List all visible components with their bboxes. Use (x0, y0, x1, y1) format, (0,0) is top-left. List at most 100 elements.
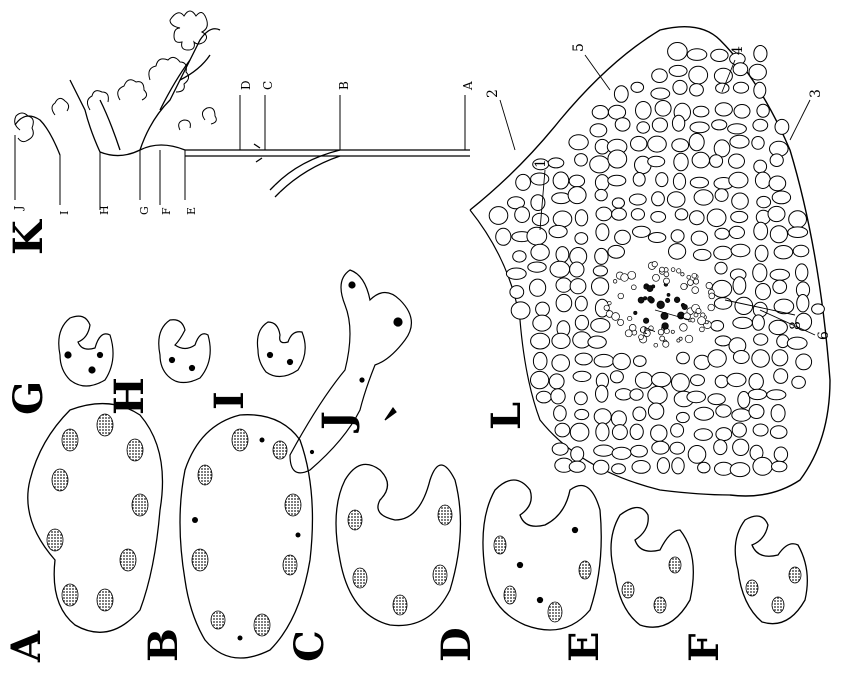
parenchyma-cell (693, 106, 709, 117)
parenchyma-cell (711, 321, 724, 332)
parenchyma-cell (688, 446, 706, 464)
level-J: J (12, 206, 25, 211)
parenchyma-cell (652, 118, 667, 132)
parenchyma-cell (754, 160, 767, 173)
parenchyma-cell (531, 371, 549, 388)
parenchyma-cell (671, 424, 684, 437)
parenchyma-cell (689, 66, 708, 84)
label-7: 7 (643, 326, 659, 335)
parenchyma-cell (748, 389, 766, 399)
parenchyma-cell (730, 463, 750, 477)
parenchyma-cell (596, 224, 609, 241)
parenchyma-cell (752, 315, 764, 330)
vascular-cell (677, 339, 680, 342)
parenchyma-cell (592, 278, 609, 296)
vascular-cell (628, 316, 632, 320)
parenchyma-cell (633, 173, 645, 187)
level-H: H (98, 205, 111, 215)
vascular-cell (618, 319, 624, 325)
leader-5 (585, 55, 610, 90)
parenchyma-cell (548, 158, 564, 168)
parenchyma-cell (670, 442, 685, 454)
parenchyma-cell (690, 211, 705, 225)
parenchyma-cell (732, 409, 751, 421)
parenchyma-cell (528, 262, 546, 272)
parenchyma-cell (652, 441, 669, 454)
parenchyma-cell (636, 102, 652, 120)
parenchyma-cell (714, 440, 727, 455)
parenchyma-cell (735, 297, 753, 314)
vascular-cell (687, 275, 691, 279)
parenchyma-cell (595, 248, 608, 264)
parenchyma-cell (651, 425, 667, 441)
parenchyma-cell (533, 352, 547, 369)
label-5: 5 (571, 43, 587, 52)
parenchyma-cell (694, 429, 712, 441)
parenchyma-cell (530, 279, 546, 296)
parenchyma-cell (593, 266, 607, 276)
parenchyma-cell (570, 279, 586, 294)
parenchyma-cell (633, 226, 651, 237)
section-A (28, 404, 163, 633)
label-4: 4 (730, 46, 746, 55)
vascular-cell (692, 273, 697, 278)
parenchyma-cell (777, 335, 789, 348)
parenchyma-cell (729, 172, 748, 188)
leader-3 (790, 100, 810, 140)
parenchyma-cell (668, 43, 688, 61)
vascular-cell (638, 297, 644, 303)
section-I (257, 322, 305, 377)
parenchyma-cell (551, 389, 565, 404)
parenchyma-cell (614, 86, 628, 103)
vascular-cell (677, 269, 681, 273)
parenchyma-cell (749, 374, 763, 390)
parenchyma-cell (610, 371, 623, 383)
parenchyma-cell (691, 231, 707, 245)
vascular-cell (621, 274, 629, 282)
parenchyma-cell (573, 371, 591, 381)
vascular-cell (681, 283, 687, 289)
parenchyma-cell (594, 354, 614, 367)
parenchyma-cell (690, 84, 704, 96)
parenchyma-cell (773, 280, 787, 293)
parenchyma-cell (593, 460, 609, 474)
vascular-cell (671, 268, 675, 272)
parenchyma-cell (568, 187, 586, 204)
vascular-cell (665, 298, 669, 302)
parenchyma-cell (770, 226, 787, 243)
section-G (59, 316, 113, 386)
parenchyma-cell (707, 209, 726, 227)
parenchyma-cell (651, 88, 670, 99)
section-F (735, 516, 807, 624)
vascular-cell (657, 301, 665, 309)
parenchyma-cell (733, 82, 748, 93)
vascular-cell (667, 293, 670, 296)
parenchyma-cell (715, 189, 728, 202)
parenchyma-cell (714, 298, 731, 310)
parenchyma-cell (673, 173, 685, 189)
parenchyma-cell (634, 356, 647, 367)
label-B: B (140, 628, 187, 662)
parenchyma-cell (608, 150, 627, 168)
label-A: A (3, 630, 50, 663)
label-L: L (483, 402, 530, 430)
parenchyma-cell (687, 49, 707, 61)
parenchyma-cell (727, 373, 746, 386)
parenchyma-cell (631, 82, 644, 92)
parenchyma-cell (531, 244, 549, 260)
parenchyma-cell (732, 193, 749, 209)
parenchyma-cell (675, 209, 688, 220)
parenchyma-cell (652, 372, 671, 386)
level-D: D (239, 80, 253, 90)
parenchyma-cell (754, 82, 766, 98)
parenchyma-cell (631, 209, 644, 220)
parenchyma-cell (531, 173, 549, 185)
parenchyma-cell (672, 115, 684, 131)
parenchyma-cell (797, 295, 809, 312)
parenchyma-cell (611, 411, 626, 427)
parenchyma-cell (575, 353, 592, 365)
parenchyma-cell (730, 135, 749, 148)
parenchyma-cell (731, 211, 748, 222)
parenchyma-cell (556, 294, 572, 311)
